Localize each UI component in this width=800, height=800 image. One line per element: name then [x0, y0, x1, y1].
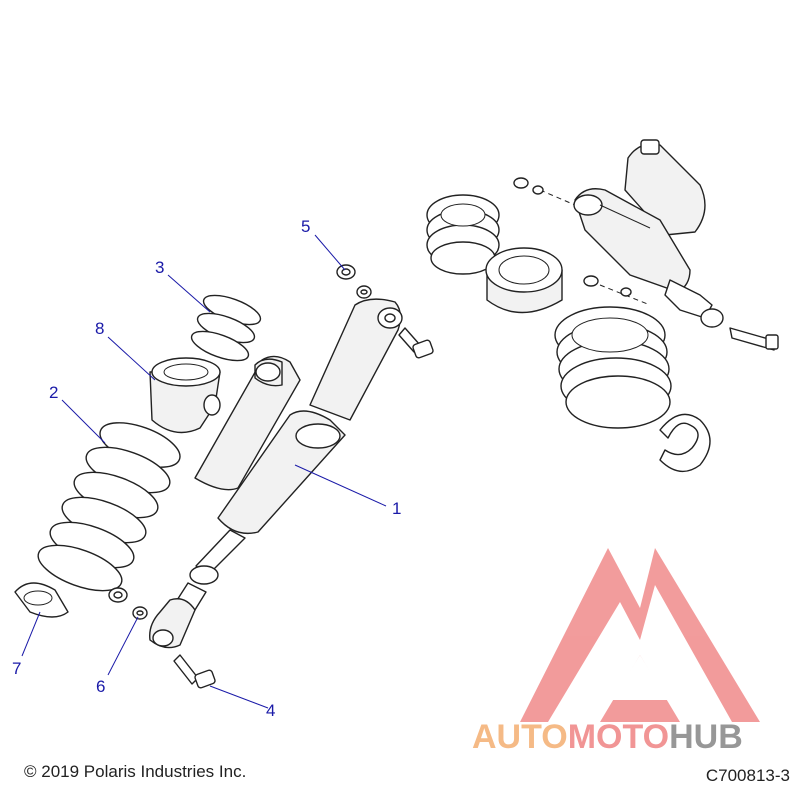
leader-1	[294, 464, 387, 507]
watermark-logo-mark	[520, 548, 760, 722]
assembled-shock-view	[426, 139, 779, 473]
part-2-main-spring	[37, 422, 181, 592]
leader-8	[107, 336, 156, 381]
watermark-text: AUTOMOTOHUB	[472, 718, 743, 756]
spring-clip-upper	[659, 413, 711, 473]
leader-7	[21, 611, 41, 657]
part-6-washer	[132, 606, 148, 620]
part-7-spring-clip	[14, 582, 69, 618]
callout-2: 2	[49, 383, 58, 402]
callout-7: 7	[12, 659, 21, 678]
leader-lines	[21, 234, 387, 709]
watermark-text-part2: MOTO	[568, 718, 669, 756]
part-8-spring-spacer	[149, 357, 221, 434]
callout-8: 8	[95, 319, 104, 338]
spring-spacer-upper	[485, 247, 563, 314]
leader-4	[209, 685, 269, 709]
part-6-nut	[108, 587, 128, 603]
drawing-number: C700813-3	[705, 766, 790, 785]
copyright-notice: © 2019 Polaris Industries Inc.	[24, 762, 247, 781]
callout-1: 1	[392, 499, 401, 518]
part-3-tender-spring	[190, 294, 262, 362]
watermark-logo	[520, 548, 760, 722]
coil-spring-large-upper	[554, 306, 672, 429]
upper-bolt	[398, 327, 434, 359]
callout-6: 6	[96, 677, 105, 696]
part-5-nut	[336, 264, 356, 280]
leader-6	[107, 616, 139, 676]
leader-3	[167, 274, 211, 313]
leader-5	[314, 234, 346, 271]
part-4-bolt	[173, 654, 216, 689]
callout-3: 3	[155, 258, 164, 277]
upper-washer	[356, 285, 372, 299]
callout-5: 5	[301, 217, 310, 236]
leader-2	[61, 399, 106, 444]
coil-spring-small-upper	[426, 194, 500, 275]
callout-labels: 1 2 3 4 5 6 7 8	[12, 217, 401, 720]
watermark-text-part1: AUTO	[472, 718, 568, 756]
watermark-text-part3: HUB	[669, 718, 743, 756]
callout-4: 4	[266, 701, 275, 720]
part-1-shock-absorber	[149, 298, 403, 649]
